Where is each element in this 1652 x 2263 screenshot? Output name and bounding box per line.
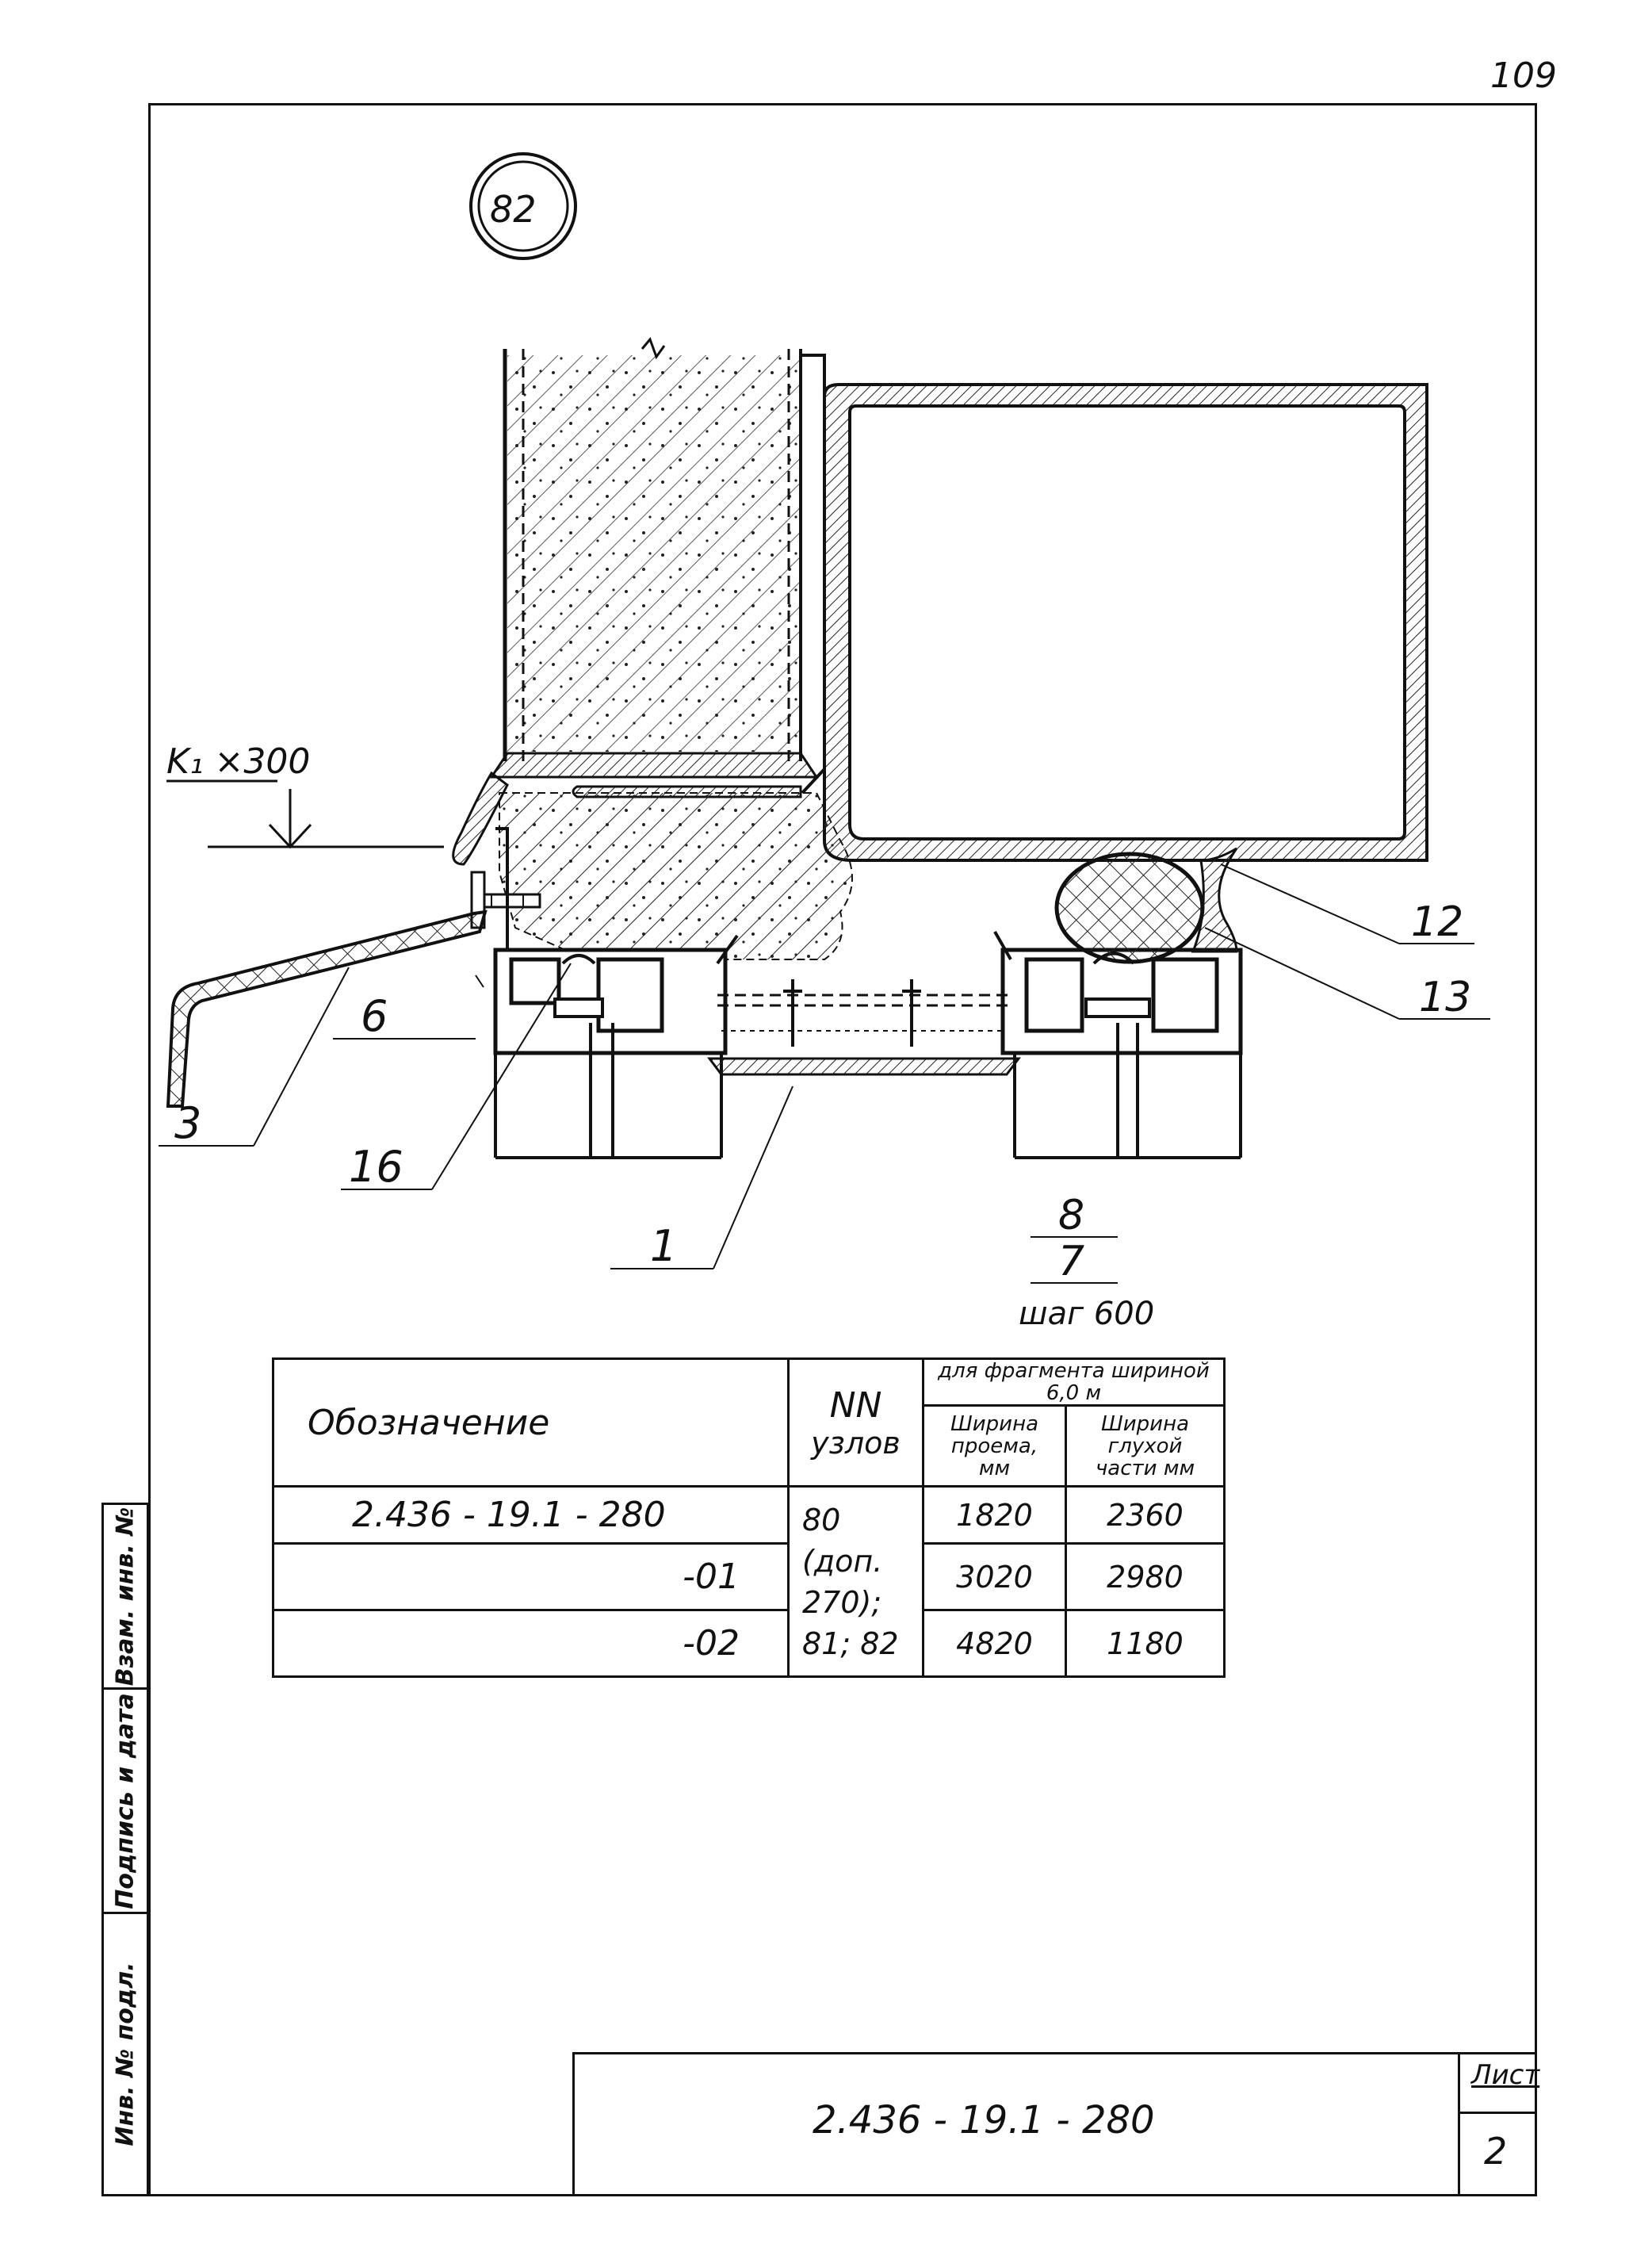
connector-strip [707,979,1021,1076]
callout-6: 6 [333,975,484,1041]
row-blind: 1180 [1065,1609,1226,1678]
header-designation: Обозначение [272,1357,790,1488]
header-nodes: NN узлов [787,1357,924,1488]
title-block: 2.436 - 19.1 - 280 Лист 2 [572,2052,1540,2196]
left-frame-profile [493,934,739,1159]
sheet-label: Лист [1471,2059,1540,2091]
callout-1-label: 1 [650,1221,677,1271]
callout-16-label: 16 [349,1142,403,1192]
table-row: 2.436 - 19.1 - 280 80 (доп. 270); 81; 82… [272,1485,1226,1678]
step-note: шаг 600 [1019,1296,1154,1332]
row-designation: -02 [272,1609,790,1678]
row-designation: -01 [272,1542,790,1611]
drip-sill [166,909,488,1108]
callout-13-label: 13 [1419,974,1471,1021]
steel-tube [823,383,1428,862]
drawing-code: 2.436 - 19.1 - 280 [813,2098,1155,2142]
row-blind: 2980 [1065,1542,1226,1611]
callout-7-label: 7 [1058,1238,1084,1285]
callout-12: 12 [1220,863,1474,946]
right-frame-profile [993,931,1243,1159]
level-mark-label: K₁ ×300 [166,741,310,782]
callout-3: 3 [159,967,350,1148]
sheet-box: Лист 2 [1458,2054,1540,2196]
callout-12-label: 12 [1411,898,1463,946]
callout-6-label: 6 [361,991,388,1041]
row-opening: 1820 [922,1485,1067,1545]
table-row: -02 4820 1180 [272,1609,1226,1678]
header-group: для фрагмента шириной 6,0 м [922,1357,1226,1407]
stamp-inv-no: Инв. № подл. [111,1962,140,2146]
table-row: -01 3020 2980 [272,1542,1226,1611]
drawing-frame [148,103,1537,2196]
sheet-number: 2 [1484,2130,1508,2173]
row-designation: 2.436 - 19.1 - 280 [272,1485,790,1545]
sealing-gasket [1054,847,1238,964]
callout-16: 16 [341,963,572,1192]
node-mark [469,152,577,260]
specification-table: Обозначение NN узлов для фрагмента ширин… [272,1357,1226,1678]
callout-13: 13 [1204,927,1490,1021]
callout-3-label: 3 [174,1098,201,1148]
row-nodes: 80 (доп. 270); 81; 82 [787,1485,924,1678]
wall-panel [489,337,826,795]
side-stamp: Взам. инв. № Подпись и дата Инв. № подл. [101,1503,149,2196]
callout-1: 1 [610,1086,793,1271]
insulation-block [499,792,853,960]
stamp-signature-date: Подпись и дата [104,1690,147,1914]
row-blind: 2360 [1065,1485,1226,1545]
row-opening: 3020 [922,1542,1067,1611]
callout-8-7: 8 7 шаг 600 [1019,1192,1154,1332]
level-mark: K₁ ×300 [166,741,444,849]
header-opening-width: Ширина проема, мм [922,1404,1067,1488]
node-number: 82 [490,188,537,231]
stamp-replaces-inv: Взам. инв. № [104,1505,147,1690]
header-blind-width: Ширина глухой части мм [1065,1404,1226,1488]
row-opening: 4820 [922,1609,1067,1678]
callout-8-label: 8 [1058,1192,1084,1239]
page-number: 109 [1490,56,1557,96]
